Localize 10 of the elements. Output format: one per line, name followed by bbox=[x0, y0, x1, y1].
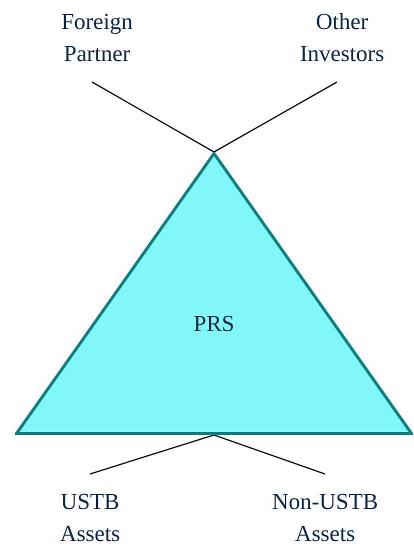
node-label: Non-USTB Assets bbox=[270, 488, 380, 548]
node-label: PRS bbox=[192, 310, 236, 338]
node-label: USTB Assets bbox=[58, 488, 122, 548]
connector-line bbox=[90, 434, 214, 475]
node-label: Other Investors bbox=[298, 8, 386, 68]
node-label: Foreign Partner bbox=[60, 8, 134, 68]
connector-line bbox=[214, 434, 326, 475]
connector-line bbox=[92, 81, 214, 153]
triangle-shape bbox=[15, 152, 413, 435]
connector-line bbox=[214, 81, 338, 153]
